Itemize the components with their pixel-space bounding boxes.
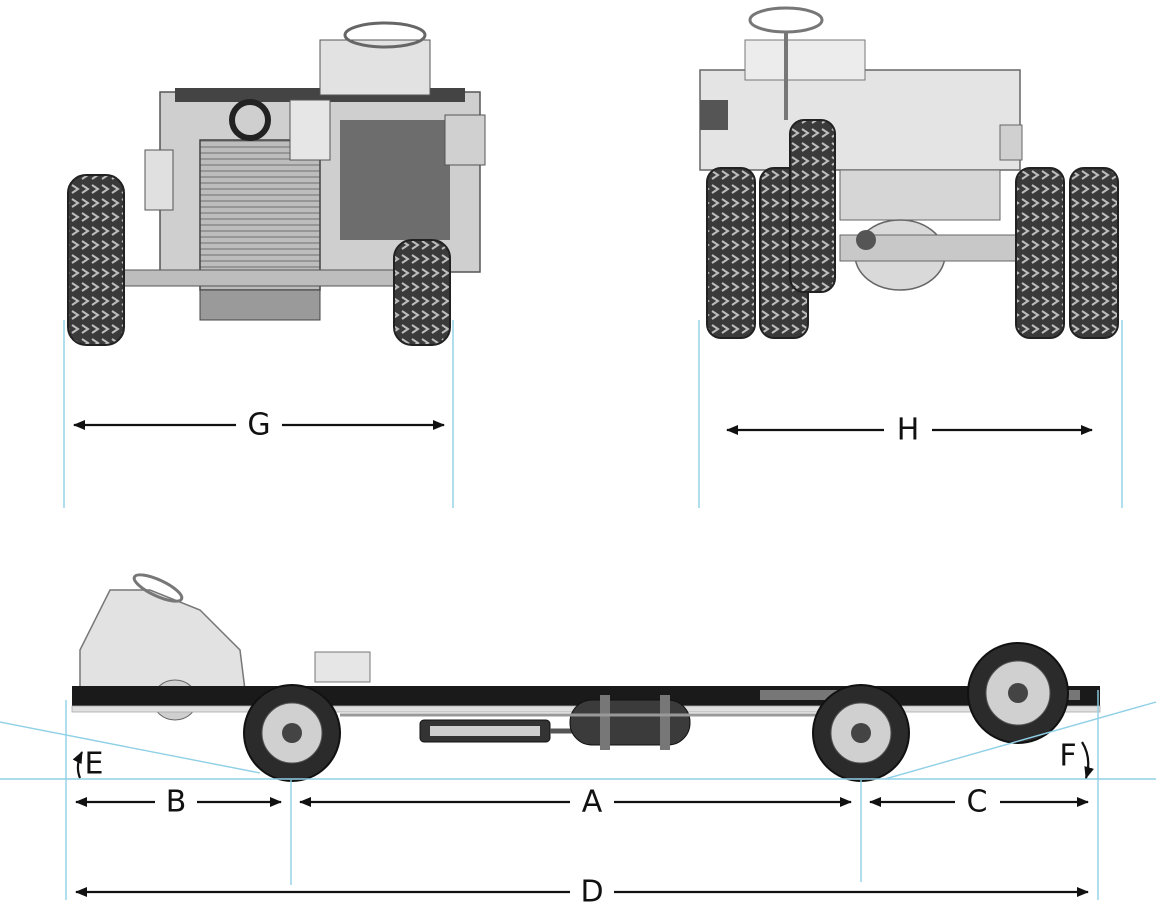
rear-left-outer-tire	[706, 167, 756, 339]
approach-angle-line	[0, 721, 261, 774]
dimension-c-label: C	[967, 785, 988, 820]
dimension-a-label: A	[582, 785, 603, 820]
rear-right-outer-tire	[1069, 167, 1119, 339]
front-left-tire	[67, 174, 125, 346]
rear-right-inner-tire	[1015, 167, 1065, 339]
angle-e-label: E	[85, 747, 104, 782]
departure-angle-line	[884, 701, 1156, 780]
side-rear-wheel	[812, 684, 910, 782]
side-view: E F B A C D	[0, 573, 1156, 908]
side-front-wheel	[243, 684, 341, 782]
front-view: G	[63, 21, 486, 508]
angle-f-label: F	[1059, 739, 1076, 774]
dimension-g-label: G	[247, 408, 270, 443]
side-spare-wheel	[967, 642, 1069, 744]
front-right-tire	[393, 239, 451, 346]
spare-tire	[789, 119, 836, 293]
dimension-b-label: B	[166, 785, 187, 820]
dimension-d-label: D	[580, 875, 603, 908]
rear-view: H	[698, 6, 1123, 508]
dimension-h-label: H	[897, 413, 920, 448]
